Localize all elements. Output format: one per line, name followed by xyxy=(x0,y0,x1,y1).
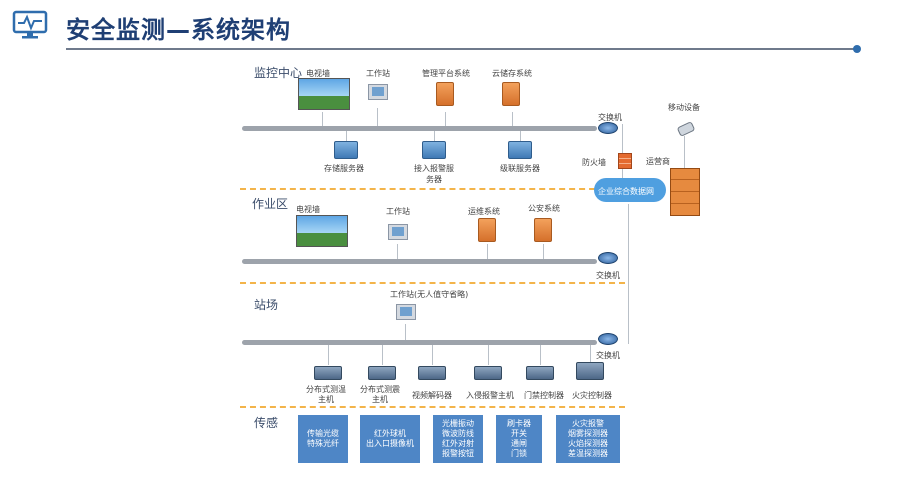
workstation-label: 工作站 xyxy=(386,207,410,216)
drop-line xyxy=(346,131,347,141)
sensor-box: 传输光缆 特殊光纤 xyxy=(298,415,348,463)
carrier-server-icon xyxy=(670,168,700,216)
zone-divider-1 xyxy=(240,188,625,190)
zone-divider-3 xyxy=(240,406,625,408)
drop-line xyxy=(405,324,406,340)
drop-line xyxy=(382,345,383,365)
server-icon xyxy=(502,82,520,106)
mobile-device-icon xyxy=(676,121,696,137)
distributed-temp-host-icon xyxy=(314,366,342,380)
title-underline-dot xyxy=(853,45,861,53)
drop-line xyxy=(434,131,435,141)
zone-label-work: 作业区 xyxy=(252,197,289,211)
drop-line xyxy=(487,244,488,259)
drop-line xyxy=(328,345,329,365)
title-underline xyxy=(66,48,856,50)
server-icon xyxy=(534,218,552,242)
tv-wall-icon xyxy=(296,215,348,247)
network-bus-station xyxy=(242,340,597,345)
zone-label-station: 站场 xyxy=(254,298,279,312)
mgmt-platform-label: 管理平台系统 xyxy=(422,69,470,78)
carrier-label: 运营商 xyxy=(646,157,670,166)
link-carrier-to-mobile xyxy=(684,136,685,168)
cloud-storage-label: 云储存系统 xyxy=(492,69,532,78)
tv-wall-label: 电视墙 xyxy=(296,205,320,214)
link-network-to-station xyxy=(628,204,629,344)
access-alarm-server-icon xyxy=(422,141,446,159)
zone-label-sensor: 传感 xyxy=(254,416,279,430)
access-alarm-server-label: 接入报警服 务器 xyxy=(414,164,454,184)
distributed-vibration-host-icon xyxy=(368,366,396,380)
sensor-box: 刷卡器 开关 通闸 门锁 xyxy=(496,415,542,463)
firewall-icon xyxy=(618,153,632,169)
ops-system-label: 运维系统 xyxy=(468,207,500,216)
cloud-icon xyxy=(594,178,666,202)
device-label: 视频解码器 xyxy=(412,391,452,400)
cascade-server-label: 级联服务器 xyxy=(500,164,540,173)
workstation-icon xyxy=(396,304,416,320)
intrusion-alarm-host-icon xyxy=(474,366,502,380)
switch-label: 交换机 xyxy=(596,271,620,280)
drop-line xyxy=(445,112,446,126)
switch-label: 交换机 xyxy=(596,351,620,360)
switch-icon xyxy=(598,333,618,345)
device-label: 分布式测震 主机 xyxy=(360,385,400,404)
drop-line xyxy=(432,345,433,365)
sensor-box: 火灾报警 烟雾探测器 火焰探测器 差温探测器 xyxy=(556,415,620,463)
device-label: 门禁控制器 xyxy=(524,391,564,400)
drop-line xyxy=(520,131,521,141)
drop-line xyxy=(540,345,541,365)
enterprise-network-label: 企业综合数据网 xyxy=(598,187,654,196)
workstation-icon xyxy=(368,84,388,100)
sensor-box: 光栅振动 微波防线 红外对射 报警按钮 xyxy=(433,415,483,463)
storage-server-label: 存储服务器 xyxy=(324,164,364,173)
network-bus-monitor xyxy=(242,126,597,131)
device-label: 火灾控制器 xyxy=(572,391,612,400)
station-workstation-label: 工作站(无人值守省略) xyxy=(390,290,469,299)
drop-line xyxy=(512,112,513,126)
monitor-logo-icon xyxy=(12,10,48,39)
drop-line xyxy=(590,345,591,365)
switch-icon xyxy=(598,122,618,134)
drop-line xyxy=(322,112,323,126)
switch-icon xyxy=(598,252,618,264)
switch-label: 交换机 xyxy=(598,113,622,122)
drop-line xyxy=(377,108,378,126)
video-decoder-icon xyxy=(418,366,446,380)
firewall-label: 防火墙 xyxy=(582,158,606,167)
sensor-box: 红外球机 出入口摄像机 xyxy=(360,415,420,463)
server-icon xyxy=(436,82,454,106)
zone-divider-2 xyxy=(240,282,625,284)
workstation-icon xyxy=(388,224,408,240)
drop-line xyxy=(488,345,489,365)
tv-wall-icon xyxy=(298,78,350,110)
tv-wall-label: 电视墙 xyxy=(306,69,330,78)
mobile-device-label: 移动设备 xyxy=(668,103,700,112)
page-title: 安全监测—系统架构 xyxy=(66,16,291,44)
drop-line xyxy=(543,244,544,259)
drop-line xyxy=(397,244,398,259)
device-label: 入侵报警主机 xyxy=(466,391,514,400)
workstation-label: 工作站 xyxy=(366,69,390,78)
zone-label-monitor: 监控中心 xyxy=(254,66,303,80)
fire-controller-icon xyxy=(576,362,604,380)
network-bus-work xyxy=(242,259,597,264)
device-label: 分布式测温 主机 xyxy=(306,385,346,404)
storage-server-icon xyxy=(334,141,358,159)
server-icon xyxy=(478,218,496,242)
police-system-label: 公安系统 xyxy=(528,204,560,213)
cascade-server-icon xyxy=(508,141,532,159)
access-controller-icon xyxy=(526,366,554,380)
